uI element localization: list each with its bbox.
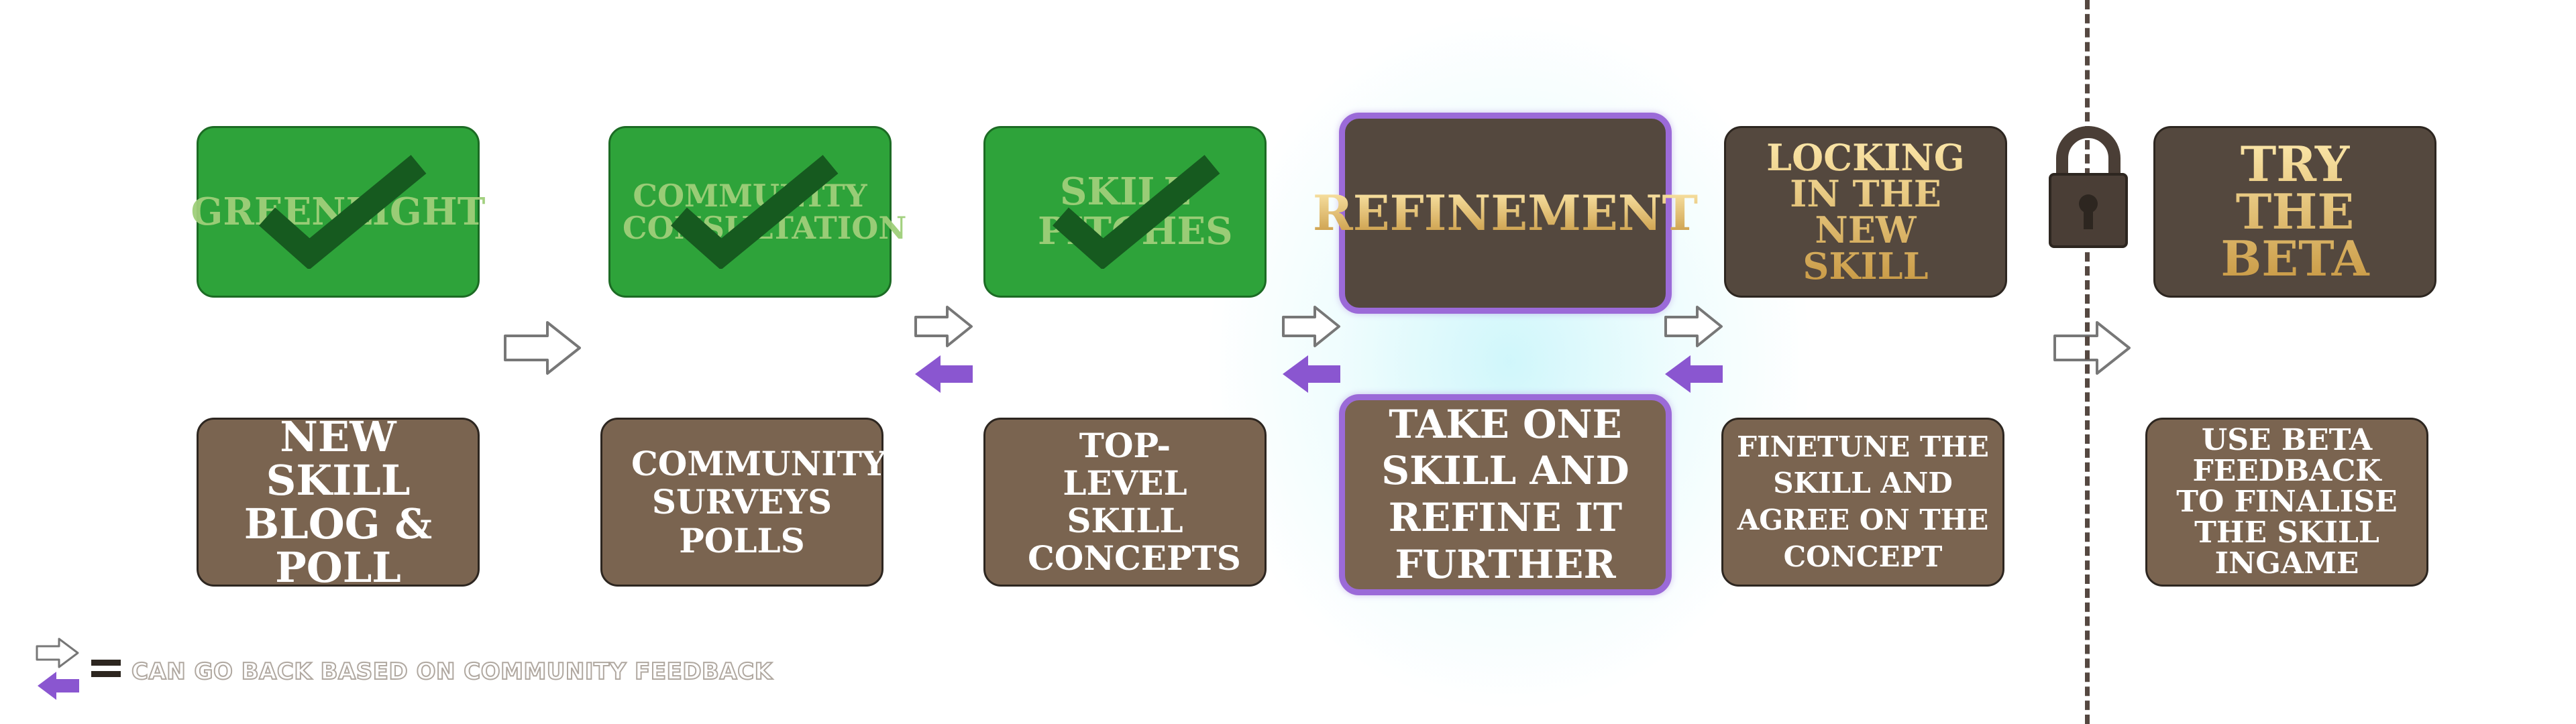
desc-greenlight: NEW SKILL BLOG & POLL	[197, 412, 480, 593]
back-arrow-icon	[1283, 355, 1340, 393]
stage-try-the-beta: TRY THE BETA	[2153, 126, 2436, 298]
stage-refinement: REFINEMENT	[1313, 113, 1698, 314]
desc-skill-pitches: TOP-LEVEL SKILL CONCEPTS	[983, 418, 1267, 587]
desc-locking-in: FINETUNE THE SKILL AND AGREE ON THE CONC…	[1721, 418, 2004, 587]
desc-text: FINETUNE THE SKILL AND AGREE ON THE CONC…	[1737, 430, 1989, 573]
stage-label: REFINEMENT	[1312, 184, 1699, 241]
desc-refinement: TAKE ONE SKILL AND REFINE IT FURTHER	[1339, 394, 1672, 595]
desc-try-the-beta: USE BETA FEEDBACK TO FINALISE THE SKILL …	[2145, 418, 2428, 587]
forward-arrow-icon	[1282, 306, 1340, 347]
stage-label: LOCKING IN THE NEW SKILL	[1765, 139, 1966, 284]
desc-text: NEW SKILL BLOG & POLL	[244, 412, 433, 593]
forward-arrow-icon	[504, 321, 581, 375]
padlock-icon	[2049, 126, 2128, 248]
forward-arrow-icon	[1664, 306, 1723, 347]
desc-text: TOP-LEVEL SKILL CONCEPTS	[1028, 426, 1241, 578]
stage-locking-in: LOCKING IN THE NEW SKILL	[1724, 126, 2007, 298]
desc-text: COMMUNITY SURVEYS POLLS	[631, 443, 886, 560]
forward-arrow-icon	[914, 306, 973, 347]
check-icon	[1053, 155, 1220, 269]
desc-text: USE BETA FEEDBACK TO FINALISE THE SKILL …	[2176, 422, 2398, 581]
legend-arrows	[36, 638, 79, 700]
forward-arrow-icon	[36, 638, 79, 668]
desc-text: TAKE ONE SKILL AND REFINE IT FURTHER	[1381, 401, 1629, 587]
stage-greenlight: GREENLIGHT	[191, 126, 485, 298]
stage-label: TRY THE BETA	[2188, 140, 2402, 283]
beta-divider	[2085, 0, 2090, 724]
check-icon	[671, 155, 839, 269]
back-arrow-icon	[38, 672, 79, 700]
back-arrow-icon	[1665, 355, 1723, 393]
stage-skill-pitches: SKILL PITCHES	[983, 126, 1267, 298]
stage-community-consultation: COMMUNITY CONSULTATION	[608, 126, 906, 298]
desc-community-consultation: COMMUNITY SURVEYS POLLS	[600, 418, 886, 587]
back-arrow-icon	[915, 355, 973, 393]
legend-equals-sign	[91, 660, 121, 678]
legend-text: CAN GO BACK BASED ON COMMUNITY FEEDBACK	[131, 658, 773, 686]
check-icon	[259, 155, 427, 269]
forward-arrow-icon	[2053, 321, 2131, 375]
